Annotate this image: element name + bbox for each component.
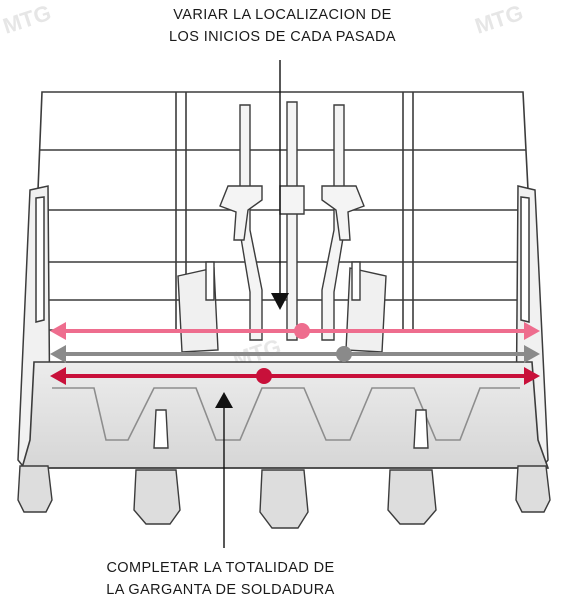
side-cutter-1 <box>153 409 169 449</box>
bottom-annotation-pointer <box>215 392 233 548</box>
weld-pass-bottom <box>50 367 540 385</box>
weld-start-point-top <box>294 323 310 339</box>
side-cutter-2 <box>413 409 429 449</box>
watermark-top-left: MTG <box>0 0 54 39</box>
watermark-top-right: MTG <box>472 0 526 39</box>
top-annotation-line-2: LOS INICIOS DE CADA PASADA <box>169 29 396 45</box>
top-annotation: VARIAR LA LOCALIZACION DE LOS INICIOS DE… <box>0 4 565 48</box>
weld-start-point-bottom <box>256 368 272 384</box>
tooth-5 <box>515 465 551 513</box>
tooth-4 <box>387 469 437 525</box>
top-annotation-pointer <box>271 60 289 310</box>
center-arms <box>219 101 365 341</box>
bucket-teeth <box>17 409 551 529</box>
tooth-1 <box>17 465 53 513</box>
tooth-2 <box>133 469 181 525</box>
bottom-annotation: COMPLETAR LA TOTALIDAD DE LA GARGANTA DE… <box>0 557 503 601</box>
bottom-annotation-line-1: COMPLETAR LA TOTALIDAD DE <box>106 560 335 576</box>
tooth-3 <box>259 469 309 529</box>
bottom-annotation-line-2: LA GARGANTA DE SOLDADURA <box>106 582 335 598</box>
weld-pass-top <box>50 322 540 340</box>
weld-start-point-middle <box>336 346 352 362</box>
top-annotation-line-1: VARIAR LA LOCALIZACION DE <box>173 7 392 23</box>
weld-pass-middle <box>50 345 540 363</box>
